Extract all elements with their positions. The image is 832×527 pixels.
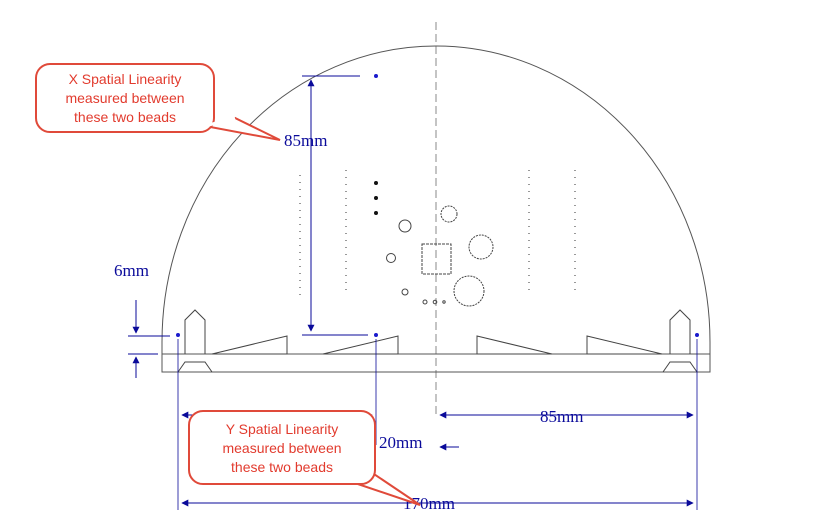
phantom-dome-outline [161,45,711,373]
rod-columns [299,170,576,295]
x-callout-line-1: X Spatial Linearity [69,71,182,87]
dim-label-20mm: 20mm [379,433,422,452]
vertical-beads [374,181,378,215]
dim-label-85mm-vertical: 85mm [284,131,327,150]
dim-label-170mm: 170mm [403,494,455,513]
dim-label-6mm: 6mm [114,261,149,280]
support-pegs [177,309,698,373]
y-callout-line-3: these two beads [231,459,333,475]
linearity-beads [176,74,699,337]
x-callout-line-3: these two beads [74,109,176,125]
x-linearity-callout: X Spatial Linearity measured between the… [35,63,281,141]
y-callout-line-2: measured between [222,440,341,456]
x-callout-line-2: measured between [65,90,184,106]
dim-x-distance [302,75,368,336]
y-linearity-callout: Y Spatial Linearity measured between the… [188,410,421,506]
phantom-inserts [386,205,494,307]
dim-bead-offset [128,300,170,378]
y-callout-line-1: Y Spatial Linearity [226,421,339,437]
wedges [211,335,663,355]
dim-label-85mm-horizontal: 85mm [540,407,583,426]
